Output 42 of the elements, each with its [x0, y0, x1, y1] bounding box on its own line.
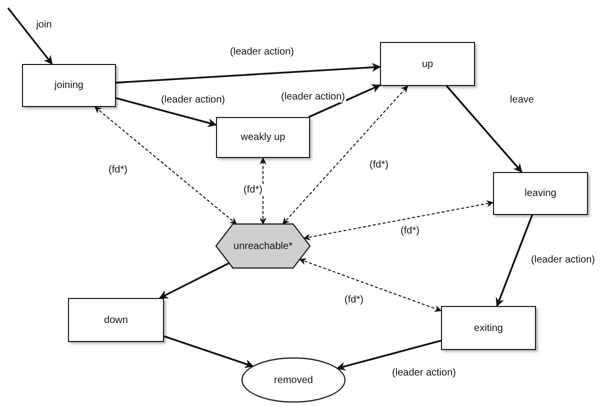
arrow — [116, 97, 217, 128]
edge-label: (leader action) — [280, 92, 346, 102]
state-name: leaving — [524, 188, 556, 199]
dashed-arrow — [260, 157, 266, 225]
edge-label: leave — [509, 94, 535, 106]
state-name: unreachable* — [234, 240, 292, 252]
edge-label: (leader action) — [229, 46, 295, 58]
arrow — [336, 340, 442, 371]
dashed-arrow — [303, 200, 494, 240]
state-box — [68, 298, 164, 342]
state-ellipse — [242, 358, 345, 402]
edge-label: (fd*) — [400, 226, 420, 236]
edge-label: (fd*) — [242, 184, 264, 196]
arrow — [7, 7, 53, 65]
state-name: down — [104, 314, 128, 326]
state-name: up — [422, 58, 434, 70]
edge-label: (fd*) — [368, 160, 390, 170]
state-box — [493, 172, 588, 215]
state-box — [441, 306, 536, 350]
arrow — [446, 85, 522, 173]
arrow — [158, 262, 230, 299]
edge-label: join — [35, 20, 53, 30]
dashed-arrow — [94, 106, 237, 224]
edge-label: (leader action) — [530, 254, 596, 266]
state-name: weakly up — [240, 132, 286, 143]
state-name: joining — [54, 80, 84, 91]
arrow — [164, 335, 254, 368]
dashed-arrow — [299, 258, 442, 312]
edge-label: (fd*) — [108, 164, 128, 176]
state-box — [216, 117, 310, 158]
state-box — [22, 64, 116, 107]
arrow — [308, 84, 381, 118]
state-hexagon — [216, 224, 310, 268]
state-box — [380, 42, 475, 86]
state-name: exiting — [474, 322, 503, 334]
edge-label: (leader action) — [391, 368, 457, 378]
arrow — [116, 62, 381, 84]
dashed-arrow — [282, 85, 408, 225]
state-name: removed — [274, 374, 313, 386]
edge-label: (leader action) — [160, 94, 226, 106]
edge-label: (fd*) — [344, 294, 364, 306]
arrow — [496, 214, 534, 307]
